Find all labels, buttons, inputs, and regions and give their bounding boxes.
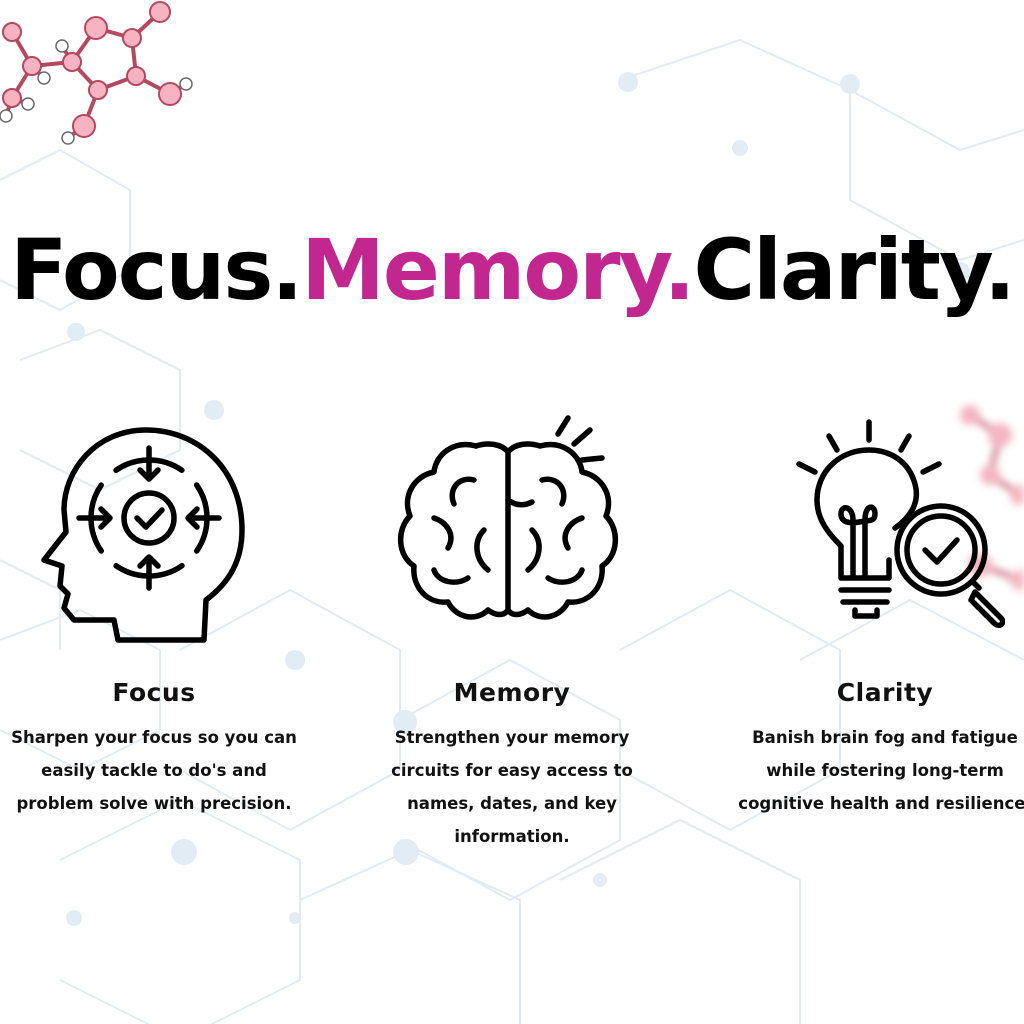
feature-title: Focus xyxy=(112,678,196,707)
lightbulb-magnifier-icon xyxy=(796,419,1005,629)
head-focus-icon xyxy=(41,427,245,643)
feature-clarity: Clarity Banish brain fog and fatigue whi… xyxy=(735,410,1024,820)
feature-memory: Memory Strengthen your memory circuits f… xyxy=(362,410,662,853)
feature-title: Memory xyxy=(453,678,571,707)
headline-memory: Memory. xyxy=(301,221,695,320)
feature-description: Sharpen your focus so you can easily tac… xyxy=(11,728,297,813)
headline-clarity: Clarity. xyxy=(693,221,1015,320)
feature-title: Clarity xyxy=(836,678,934,707)
feature-description: Banish brain fog and fatigue while foste… xyxy=(738,728,1024,813)
headline: Focus.Memory.Clarity. xyxy=(0,228,1024,312)
feature-description: Strengthen your memory circuits for easy… xyxy=(391,728,633,846)
molecule-illustration xyxy=(0,1,193,145)
feature-focus: Focus Sharpen your focus so you can easi… xyxy=(4,410,304,820)
molecule-blurred-illustration xyxy=(960,405,1024,590)
brain-icon xyxy=(397,415,619,620)
headline-focus: Focus. xyxy=(10,221,303,320)
